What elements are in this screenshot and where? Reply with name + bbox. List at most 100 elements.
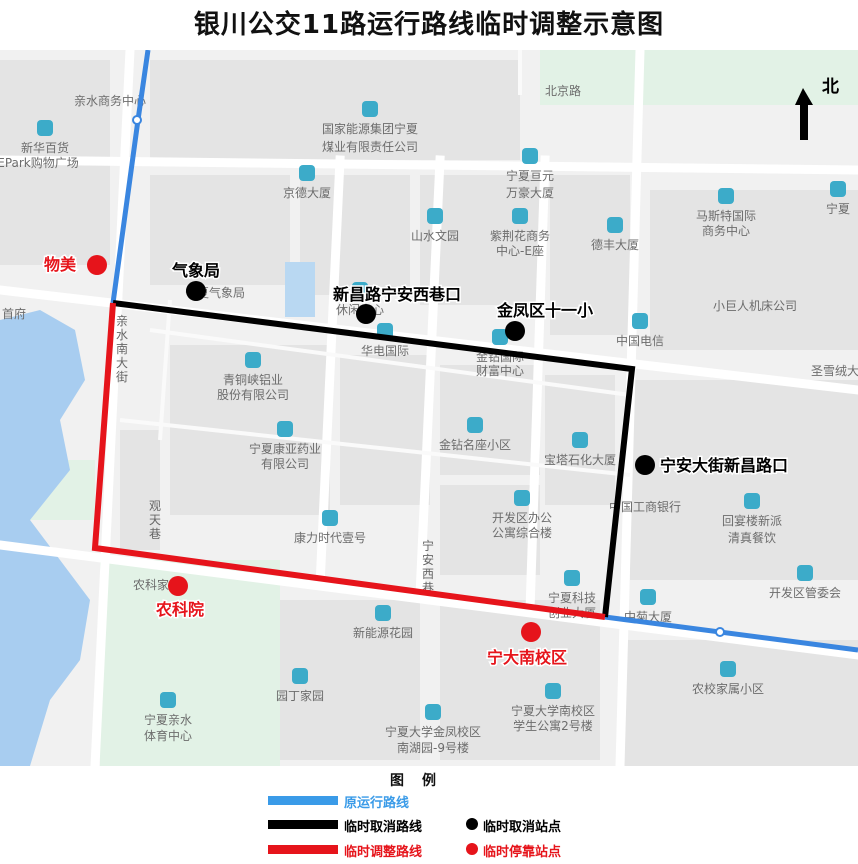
legend-cancelled-route-swatch	[268, 820, 338, 829]
poi-label: 国家能源集团宁夏	[322, 121, 418, 136]
poi-label: 宁夏大学金凤校区	[385, 724, 481, 739]
poi-label: 京德大厦	[283, 185, 331, 200]
poi-building-icon	[607, 217, 623, 233]
temporary-stop-marker	[521, 622, 541, 642]
poi-label: 华电国际	[361, 344, 409, 358]
street-label: 观天巷	[149, 499, 161, 541]
poi-label: 新华百货	[21, 140, 69, 155]
temporary-stop-marker	[168, 576, 188, 596]
map-title: 银川公交11路运行路线临时调整示意图	[193, 10, 665, 40]
poi-building-icon	[744, 493, 760, 509]
poi-label: 煤业有限责任公司	[322, 140, 418, 154]
cancelled-stop-marker	[505, 321, 525, 341]
cancelled-stop-label: 气象局	[171, 261, 220, 280]
temporary-stop-marker	[87, 255, 107, 275]
temporary-stop-label: 物美	[44, 255, 77, 274]
poi-label: 宁夏亘元	[506, 168, 554, 183]
poi-building-icon	[352, 282, 368, 298]
poi-building-icon	[37, 120, 53, 136]
street-label: 亲水南大街	[116, 314, 128, 384]
legend-original-route-swatch	[268, 796, 338, 805]
route-node-north	[132, 115, 142, 125]
poi-label: 公寓综合楼	[492, 525, 552, 540]
poi-label: 北京路	[545, 83, 581, 98]
poi-building-icon	[514, 490, 530, 506]
north-arrow: 北	[795, 77, 839, 140]
poi-label: 宁夏	[826, 201, 850, 216]
legend-adjusted-route-label: 临时调整路线	[344, 845, 423, 860]
poi-label: 宁夏科技	[548, 590, 596, 605]
poi-label: EPark购物广场	[0, 155, 79, 170]
poi-building-icon	[564, 570, 580, 586]
poi-building-icon	[277, 421, 293, 437]
legend-cancelled-route-label: 临时取消路线	[344, 820, 423, 835]
poi-label: 农校家属小区	[692, 681, 764, 696]
poi-label: 宁夏大学南校区	[511, 703, 595, 718]
poi-building-icon	[292, 668, 308, 684]
poi-label: 康力时代壹号	[294, 530, 366, 545]
cancelled-stop-marker	[356, 304, 376, 324]
poi-label: 开发区管委会	[769, 585, 841, 600]
poi-building-icon	[797, 565, 813, 581]
poi-label: 中心-E座	[496, 243, 544, 258]
route-node-east	[715, 627, 725, 637]
poi-label: 马斯特国际	[696, 208, 756, 223]
poi-label: 亲水商务中心	[74, 93, 146, 108]
poi-label: 学生公寓2号楼	[513, 718, 593, 733]
north-label: 北	[822, 77, 839, 97]
poi-label: 宁夏康亚药业	[249, 441, 321, 456]
legend-adjusted-route-swatch	[268, 845, 338, 854]
legend-original-route-label: 原运行路线	[344, 796, 410, 811]
poi-building-icon	[299, 165, 315, 181]
poi-label: 开发区办公	[492, 510, 552, 525]
poi-label: 园丁家园	[276, 688, 324, 703]
poi-label: 中国电信	[616, 333, 664, 348]
original-route-east	[604, 614, 858, 653]
poi-label: 中国工商银行	[609, 499, 681, 514]
poi-building-icon	[830, 181, 846, 197]
roads	[0, 50, 858, 766]
minor-roads	[119, 50, 631, 477]
poi-building-icon	[572, 432, 588, 448]
legend-cancelled-stop-dot	[466, 818, 478, 830]
poi-building-icon	[492, 329, 508, 345]
poi-label: 青铜峡铝业	[223, 372, 283, 387]
poi-label: 金钻名座小区	[439, 437, 511, 452]
adjusted-route	[91, 302, 606, 620]
poi-label: 圣雪绒大	[811, 364, 858, 378]
poi-building-icon	[322, 510, 338, 526]
poi-label: 宁夏亲水	[144, 712, 192, 727]
cancelled-stop-label: 金凤区十一小	[496, 301, 593, 320]
poi-label: 清真餐饮	[728, 530, 776, 545]
poi-building-icon	[245, 352, 261, 368]
poi-building-icon	[718, 188, 734, 204]
poi-label: 南湖园-9号楼	[397, 740, 469, 755]
poi-building-icon	[467, 417, 483, 433]
poi-building-icon	[375, 605, 391, 621]
cancelled-stop-label: 宁安大街新昌路口	[660, 456, 788, 475]
poi-building-icon	[362, 101, 378, 117]
poi-building-icon	[160, 692, 176, 708]
poi-label: 财富中心	[476, 363, 524, 378]
temporary-stop-label: 宁大南校区	[487, 648, 567, 667]
poi-label: 山水文园	[411, 228, 459, 243]
poi-label: 首府	[2, 306, 26, 321]
poi-building-icon	[545, 683, 561, 699]
poi-building-icon	[427, 208, 443, 224]
poi-label: 商务中心	[702, 223, 750, 238]
poi-label: 德丰大厦	[591, 237, 639, 252]
cancelled-route	[112, 300, 636, 618]
poi-markers	[37, 101, 846, 720]
cancelled-stop-marker	[186, 281, 206, 301]
lake	[0, 310, 90, 766]
poi-building-icon	[425, 704, 441, 720]
poi-label: 小巨人机床公司	[713, 299, 797, 313]
poi-building-icon	[720, 661, 736, 677]
poi-label: 新能源花园	[353, 625, 413, 640]
poi-building-icon	[640, 589, 656, 605]
street-label: 宁安西巷	[422, 538, 434, 595]
poi-label: 回宴楼新派	[722, 513, 782, 528]
